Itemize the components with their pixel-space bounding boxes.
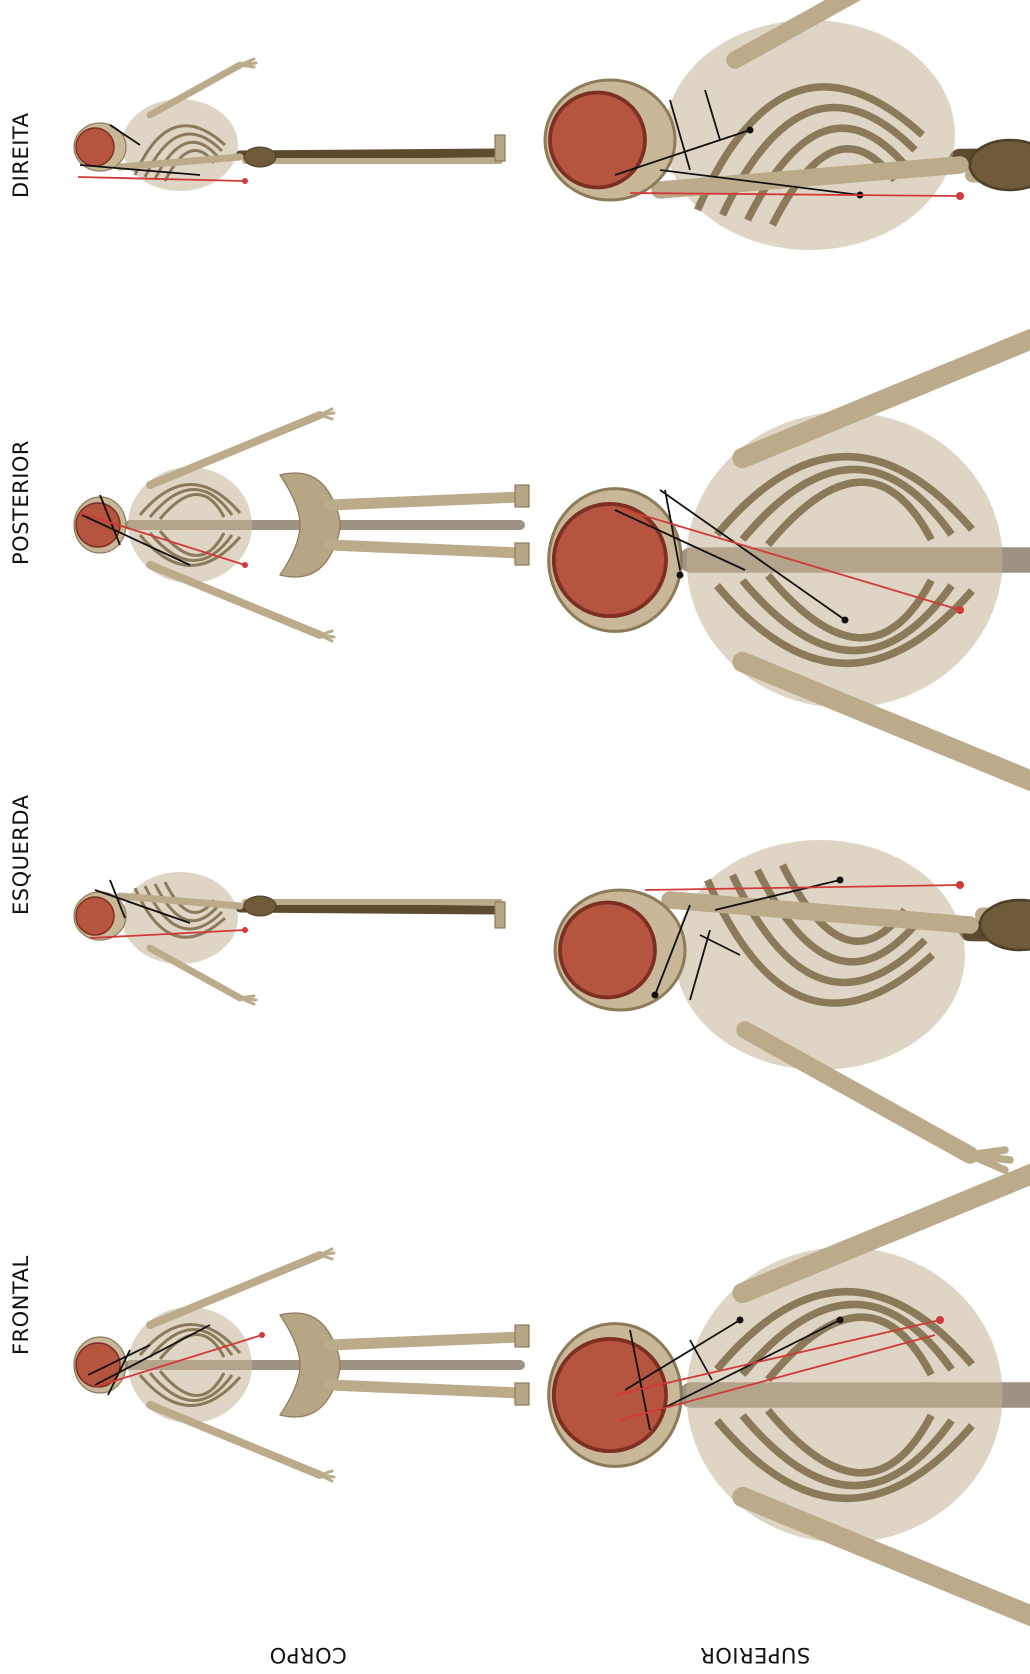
view-label-direita: DIREITA (9, 112, 33, 198)
skeleton-corpo-frontal (74, 1249, 529, 1481)
ray-tip (242, 562, 248, 568)
view-label-frontal: FRONTAL (9, 1255, 33, 1355)
skeleton-corpo-esquerda (74, 872, 505, 1004)
ray-tip (259, 1332, 265, 1338)
skeleton-superior-direita (545, 0, 1030, 250)
view-label-esquerda: ESQUERDA (9, 794, 33, 915)
skeleton-superior-frontal (549, 1099, 1030, 1674)
view-label-posterior: POSTERIOR (9, 440, 33, 565)
skeleton-corpo-posterior (74, 409, 529, 641)
ray-tip (242, 927, 248, 933)
skeleton-superior-esquerda (555, 840, 1030, 1170)
row-label-corpo: CORPO (269, 1643, 346, 1667)
row-label-superior: SUPERIOR (700, 1643, 811, 1667)
ray-tip (242, 178, 248, 184)
skeleton-superior-posterior (549, 264, 1030, 856)
skeleton-corpo-direita (74, 59, 505, 191)
